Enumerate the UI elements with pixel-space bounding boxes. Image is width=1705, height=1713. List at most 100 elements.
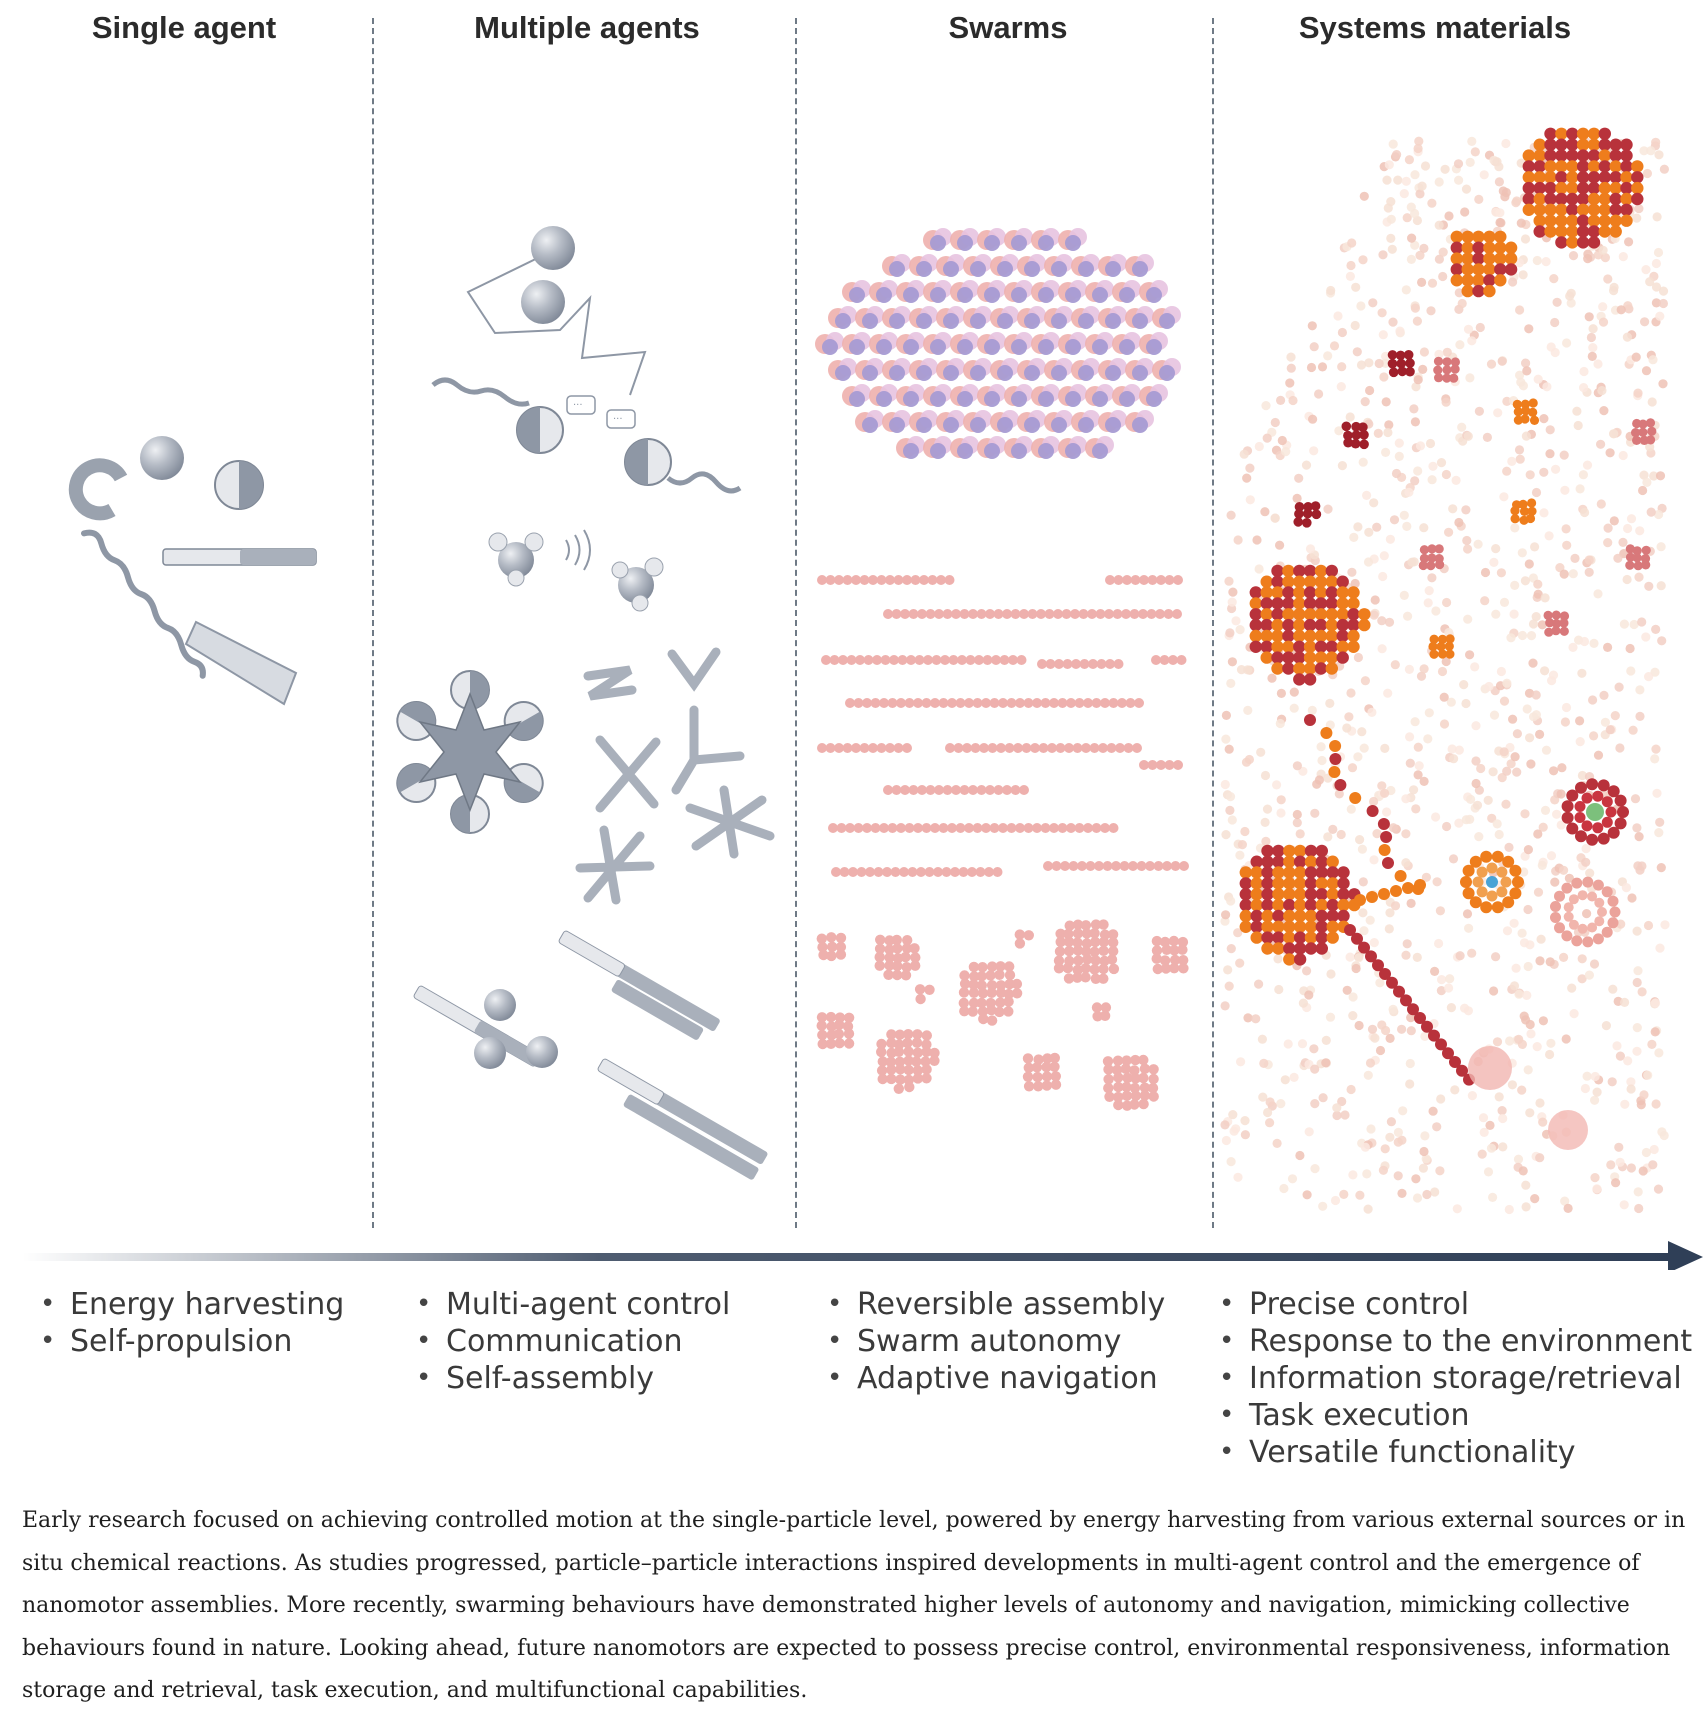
aggregate-particle xyxy=(1090,936,1101,948)
chain-particle xyxy=(887,823,898,833)
matrix-particle xyxy=(1489,986,1499,996)
matrix-particle xyxy=(1270,417,1280,428)
active-particle xyxy=(1598,127,1612,140)
matrix-particle xyxy=(1344,712,1354,722)
matrix-particle xyxy=(1512,729,1522,739)
matrix-particle xyxy=(1513,1154,1524,1164)
matrix-particle xyxy=(1302,966,1312,976)
matrix-particle xyxy=(1502,766,1512,776)
aggregate-particle xyxy=(843,1038,855,1049)
active-particle xyxy=(1504,252,1518,265)
matrix-particle xyxy=(1590,1173,1600,1183)
chain-particle xyxy=(831,867,841,877)
swarm-agent xyxy=(916,313,932,329)
active-particle xyxy=(1325,662,1339,675)
matrix-particle xyxy=(1556,820,1566,830)
aggregate-particle xyxy=(986,1004,997,1016)
vesicle-particle xyxy=(1486,862,1498,874)
matrix-particle xyxy=(1329,341,1340,351)
matrix-particle xyxy=(1427,573,1437,583)
matrix-particle xyxy=(1545,425,1555,435)
vesicle-particle xyxy=(1574,801,1586,812)
chain-particle xyxy=(992,867,1003,877)
aggregate-particle xyxy=(884,952,895,963)
swarm-agent xyxy=(903,339,919,355)
vesicle-particle xyxy=(1568,894,1579,905)
active-particle xyxy=(1450,230,1464,243)
matrix-particle xyxy=(1483,795,1493,805)
active-particle xyxy=(1304,920,1318,933)
matrix-particle xyxy=(1435,906,1445,916)
matrix-particle xyxy=(1260,770,1271,781)
aggregate-particle xyxy=(1098,945,1109,956)
active-particle xyxy=(1303,608,1317,621)
active-particle xyxy=(1283,844,1296,858)
matrix-particle xyxy=(1622,574,1632,585)
aggregate-particle xyxy=(1341,421,1352,432)
aggregate-particle xyxy=(886,1029,897,1040)
matrix-particle xyxy=(1240,1130,1250,1140)
aggregate-particle xyxy=(1103,1082,1114,1094)
matrix-particle xyxy=(1590,1071,1600,1082)
matrix-particle xyxy=(1447,744,1457,754)
aggregate-particle xyxy=(893,1083,904,1095)
matrix-particle xyxy=(1430,966,1440,977)
matrix-particle xyxy=(1653,1184,1664,1194)
chain-particle xyxy=(1030,743,1040,753)
chain-particle xyxy=(1089,743,1100,753)
vesicle-particle xyxy=(1496,866,1508,878)
vesicle-particle xyxy=(1561,930,1573,942)
matrix-particle xyxy=(1437,666,1448,677)
aggregate-particle xyxy=(1177,936,1189,948)
matrix-particle xyxy=(1373,428,1383,438)
active-particle xyxy=(1314,586,1328,599)
swarm-agent xyxy=(1078,417,1094,433)
matrix-particle xyxy=(1482,432,1492,442)
vesicle-particle xyxy=(1614,794,1627,807)
patch-particle xyxy=(1418,560,1428,571)
matrix-particle xyxy=(1334,426,1344,436)
patch-particle xyxy=(1625,560,1635,570)
active-particle xyxy=(1293,953,1307,966)
active-particle xyxy=(1358,608,1371,621)
matrix-particle xyxy=(1580,507,1590,518)
matrix-particle xyxy=(1651,258,1661,269)
swarm-cluster xyxy=(815,228,1181,459)
matrix-particle xyxy=(1388,1004,1398,1015)
chain-particle xyxy=(1016,655,1027,665)
matrix-particle xyxy=(1521,1202,1531,1212)
aggregate-particle xyxy=(1011,978,1023,990)
aggregate-particle xyxy=(1294,502,1305,512)
chain-particle xyxy=(902,575,912,585)
aggregate-particle xyxy=(816,933,827,944)
matrix-particle xyxy=(1272,1138,1282,1148)
matrix-particle xyxy=(1453,159,1464,169)
chain-particle xyxy=(1106,743,1117,753)
patch-particle xyxy=(1429,634,1439,644)
matrix-particle xyxy=(1432,1122,1442,1132)
matrix-particle xyxy=(1415,250,1425,260)
aggregate-particle xyxy=(910,952,921,963)
patch-particle xyxy=(1641,545,1651,555)
swarm-agent xyxy=(903,443,919,459)
matrix-particle xyxy=(1441,469,1451,480)
vesicle-particle xyxy=(1607,785,1620,798)
systems-materials-art xyxy=(1220,127,1670,1215)
tubular-micromotor xyxy=(184,620,298,706)
chain-particle xyxy=(1108,698,1119,708)
vesicle-particle xyxy=(1491,901,1504,914)
matrix-particle xyxy=(1496,568,1506,578)
vesicle-particle xyxy=(1561,800,1574,813)
aggregate-particle xyxy=(1080,972,1091,983)
chain-particle xyxy=(948,655,959,665)
matrix-particle xyxy=(1275,540,1285,550)
active-particle xyxy=(1283,931,1296,944)
matrix-particle xyxy=(1479,170,1489,180)
vesicle-particle xyxy=(1491,850,1504,863)
matrix-particle xyxy=(1235,850,1245,860)
aggregate-particle xyxy=(1113,1072,1124,1083)
matrix-particle xyxy=(1393,1127,1403,1137)
aggregate-particle xyxy=(1081,928,1093,939)
matrix-particle xyxy=(1579,383,1589,393)
matrix-particle xyxy=(1498,1142,1508,1152)
